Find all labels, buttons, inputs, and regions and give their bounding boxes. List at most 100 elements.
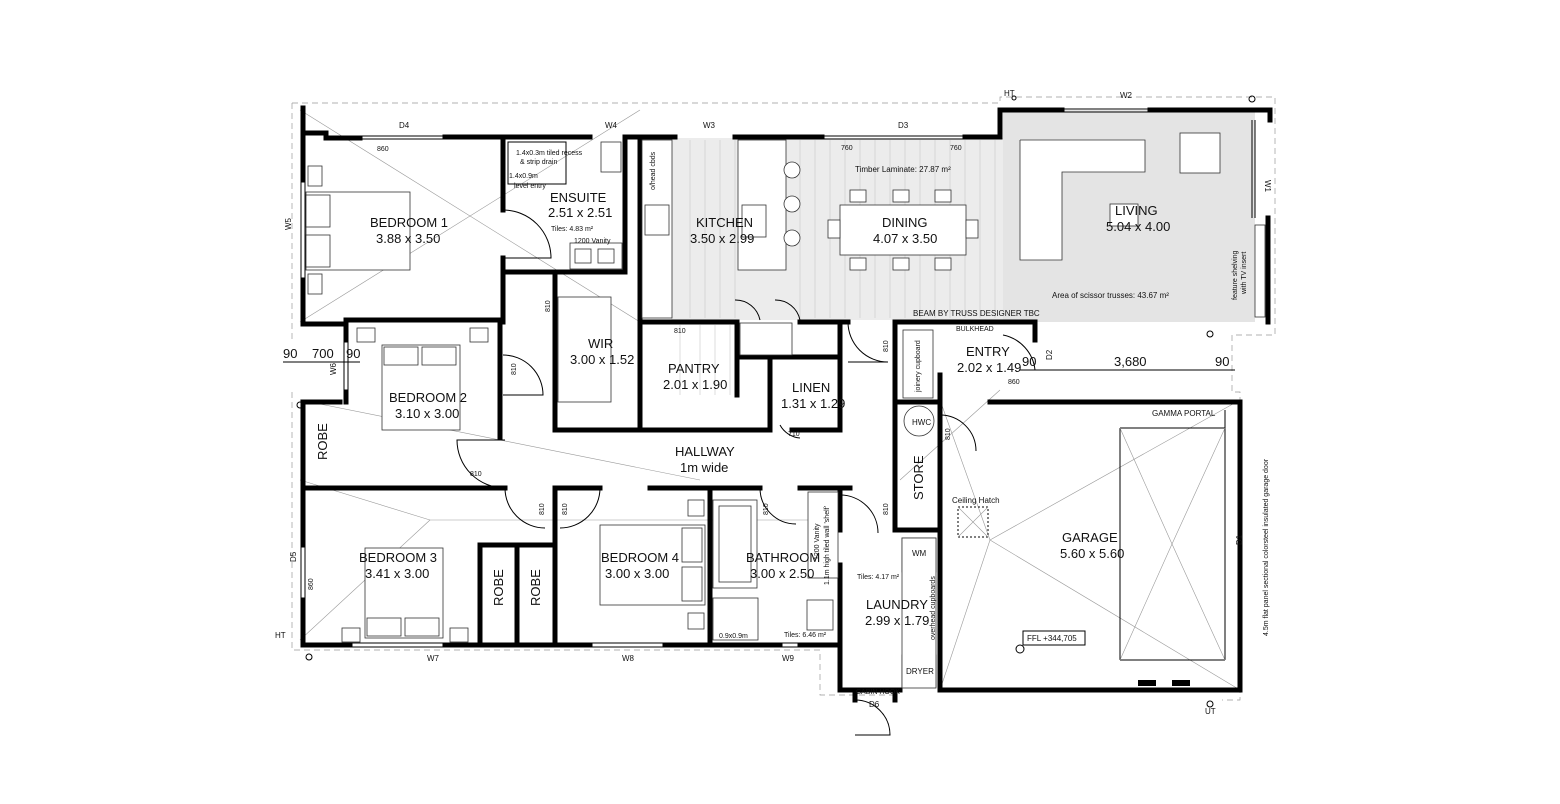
- label-d2: D2: [1045, 349, 1054, 360]
- bedroom2-size: 3.10 x 3.00: [395, 406, 459, 421]
- label-ut: UT: [1205, 707, 1216, 716]
- laundry-name: LAUNDRY: [866, 597, 928, 612]
- ensuite-vanity: 1200 Vanity: [574, 238, 611, 245]
- kitchen-ohead: o/head cbds: [650, 151, 657, 190]
- bedroom3-size: 3.41 x 3.00: [365, 566, 429, 581]
- size-860-b: 860: [1008, 379, 1020, 386]
- dim-90-a: 90: [283, 346, 297, 361]
- ensuite-note3: 1.4x0.9m: [509, 173, 538, 180]
- kitchen-name: KITCHEN: [696, 215, 753, 230]
- note-beam: BEAM BY TRUSS DESIGNER TBC: [913, 309, 1040, 318]
- labels: HT W2 D4 W4 W3 D3 W1 W5 W6 D2 D1 D5 D6 W…: [275, 89, 1272, 716]
- dim-90-c: 90: [1022, 354, 1036, 369]
- dining-name: DINING: [882, 215, 928, 230]
- note-laminate: Timber Laminate: 27.87 m²: [855, 165, 951, 174]
- robe3-label: ROBE: [528, 569, 543, 606]
- label-w3: W3: [703, 121, 716, 130]
- wir-name: WIR: [588, 336, 613, 351]
- living-size: 5.04 x 4.00: [1106, 219, 1170, 234]
- entry-joinery: joinery cupboard: [915, 340, 922, 393]
- door-swings: [456, 209, 1036, 736]
- garage-door-note: 4.5m flat panel sectional colorsteel ins…: [1263, 458, 1270, 636]
- laundry-wm: WM: [912, 549, 927, 558]
- size-860-a: 860: [377, 146, 389, 153]
- bedroom4-name: BEDROOM 4: [601, 550, 679, 565]
- dim-700: 700: [312, 346, 334, 361]
- ensuite-note1: 1.4x0.3m tiled recess: [516, 150, 583, 157]
- robe1-label: ROBE: [315, 423, 330, 460]
- store-name: STORE: [911, 455, 926, 500]
- garage-ffl: FFL +344,705: [1027, 634, 1077, 643]
- linen-name: LINEN: [792, 380, 830, 395]
- label-d5: D5: [289, 551, 298, 562]
- markers: [296, 95, 1256, 708]
- garage-hatch: Ceiling Hatch: [952, 496, 1000, 505]
- living-feature2: with TV insert: [1241, 252, 1248, 295]
- ensuite-size: 2.51 x 2.51: [548, 205, 612, 220]
- windows: [300, 108, 1256, 661]
- label-d1: D1: [1235, 534, 1244, 545]
- dim-90-d: 90: [1215, 354, 1229, 369]
- entry-name: ENTRY: [966, 344, 1010, 359]
- size-810-d: 810: [470, 471, 482, 478]
- label-d3: D3: [898, 121, 909, 130]
- garage-portal: GAMMA PORTAL: [1152, 409, 1216, 418]
- garage-size: 5.60 x 5.60: [1060, 546, 1124, 561]
- size-810-i: 810: [883, 340, 890, 352]
- note-scissor: Area of scissor trusses: 43.67 m²: [1052, 291, 1169, 300]
- robe2-label: ROBE: [491, 569, 506, 606]
- entry-size: 2.02 x 1.49: [957, 360, 1021, 375]
- bedroom4-size: 3.00 x 3.00: [605, 566, 669, 581]
- wir-size: 3.00 x 1.52: [570, 352, 634, 367]
- size-810-h: 810: [883, 503, 890, 515]
- living-name: LIVING: [1115, 203, 1158, 218]
- dim-90-b: 90: [346, 346, 360, 361]
- laundry-dryer: DRYER: [906, 667, 934, 676]
- bathroom-vanity: 1200 Vanity: [814, 523, 821, 560]
- label-w6: W6: [329, 362, 338, 375]
- linen-size: 1.31 x 1.29: [781, 396, 845, 411]
- hallway-name: HALLWAY: [675, 444, 735, 459]
- dim-3680: 3,680: [1114, 354, 1147, 369]
- label-w1: W1: [1263, 180, 1272, 193]
- note-bulkhead: BULKHEAD: [956, 326, 994, 333]
- pantry-name: PANTRY: [668, 361, 720, 376]
- bathroom-wall: 1.1m high tiled wall 'shelf': [824, 506, 831, 585]
- label-w2: W2: [1120, 91, 1133, 100]
- size-810-b: 810: [545, 300, 552, 312]
- eaves-outline: [291, 96, 1276, 701]
- bedroom2-name: BEDROOM 2: [389, 390, 467, 405]
- garage-name: GARAGE: [1062, 530, 1118, 545]
- hallway-size: 1m wide: [680, 460, 728, 475]
- pantry-size: 2.01 x 1.90: [663, 377, 727, 392]
- bathroom-shower: 0.9x0.9m: [719, 633, 748, 640]
- bedroom1-size: 3.88 x 3.50: [376, 231, 440, 246]
- bathroom-size: 3.00 x 2.50: [750, 566, 814, 581]
- label-w5: W5: [284, 217, 293, 230]
- size-760-b: 760: [950, 145, 962, 152]
- size-810-g: 810: [763, 503, 770, 515]
- label-w9: W9: [782, 654, 795, 663]
- ensuite-name: ENSUITE: [550, 190, 607, 205]
- size-760-a: 760: [841, 145, 853, 152]
- bedroom1-name: BEDROOM 1: [370, 215, 448, 230]
- bedroom3-name: BEDROOM 3: [359, 550, 437, 565]
- size-710: 710: [788, 431, 800, 438]
- size-810-c: 810: [511, 363, 518, 375]
- label-d6: D6: [869, 700, 880, 709]
- label-w4: W4: [605, 121, 618, 130]
- size-810-j: 810: [945, 428, 952, 440]
- laundry-tiles: Tiles: 4.17 m²: [857, 574, 900, 581]
- dining-size: 4.07 x 3.50: [873, 231, 937, 246]
- ensuite-note4: level entry: [514, 183, 546, 190]
- label-ht2: HT: [275, 631, 286, 640]
- size-810-e: 810: [539, 503, 546, 515]
- bathroom-tiles: Tiles: 6.46 m²: [784, 632, 827, 639]
- label-d4: D4: [399, 121, 410, 130]
- laundry-overhead: overhead cupboards: [930, 576, 937, 640]
- size-860-c: 860: [308, 578, 315, 590]
- hwc-label: HWC: [912, 418, 931, 427]
- laundry-size: 2.99 x 1.79: [865, 613, 929, 628]
- label-w7: W7: [427, 654, 440, 663]
